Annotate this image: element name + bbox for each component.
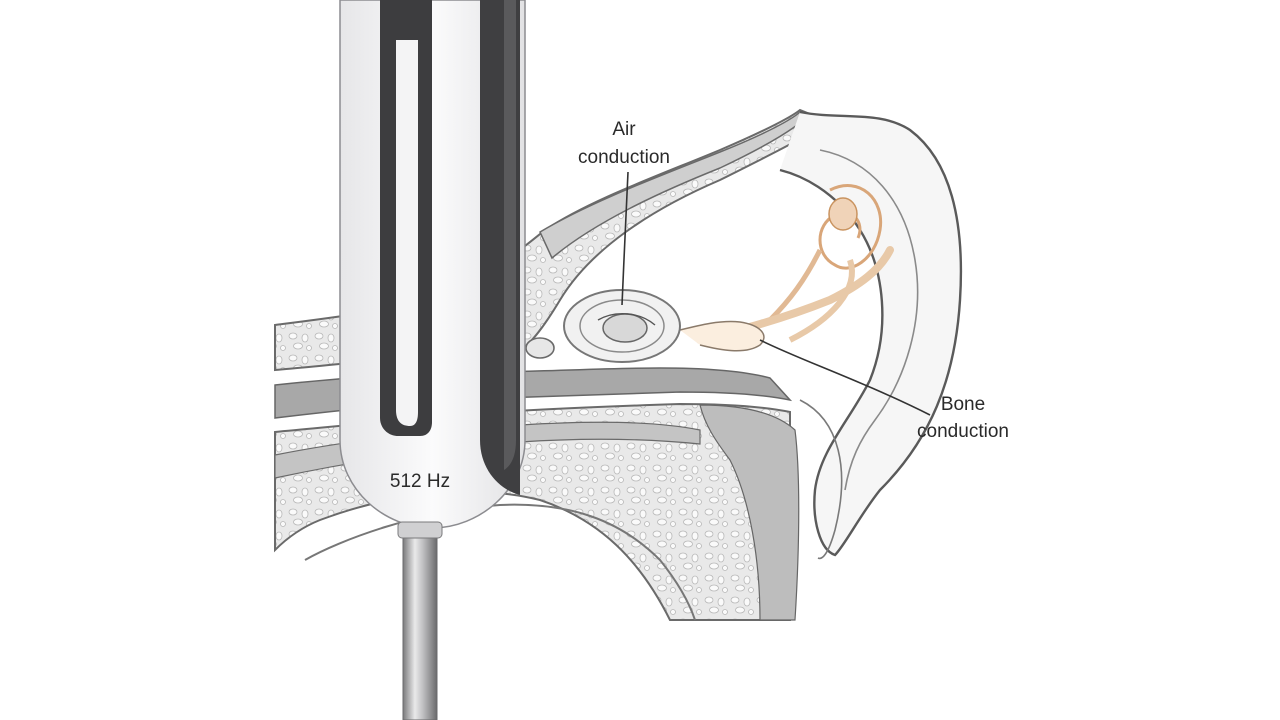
ossicles: [679, 320, 765, 352]
left-prong-highlight: [396, 40, 418, 426]
eardrum: [563, 289, 681, 363]
bone-conduction-leader: [759, 339, 931, 416]
pinna-inner-fold: [819, 149, 919, 491]
lower-outline: [304, 503, 696, 621]
right-prong-edge: [504, 0, 516, 470]
air-conduction-leader: [621, 171, 629, 306]
tuning-fork-frequency-label: 512 Hz: [390, 471, 450, 492]
pinna-lobe: [799, 399, 843, 560]
tuning-fork-stem: [402, 529, 438, 720]
stem-collar: [397, 521, 443, 539]
air-conduction-label-line1: Air: [612, 119, 636, 140]
tuning-fork: [339, 0, 526, 720]
bone-conduction-label-line1: Bone: [941, 394, 985, 415]
upper-bone-band: [539, 110, 808, 260]
outer-ear-pinna: [779, 110, 963, 557]
inner-bone-mass: [699, 404, 800, 621]
air-conduction-label-line2: conduction: [578, 147, 670, 168]
cochlea: [768, 184, 883, 343]
bone-conduction-label-line2: conduction: [917, 421, 1009, 442]
canal-ring: [525, 337, 555, 359]
